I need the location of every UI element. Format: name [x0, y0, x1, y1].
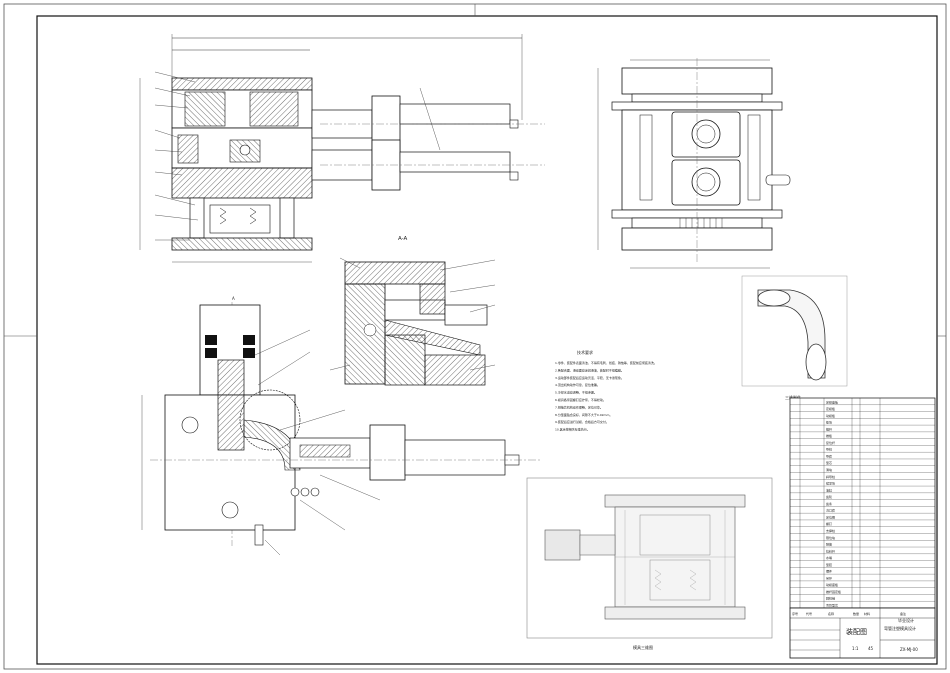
tech-requirement-line: 1.零件、装配件表面清洁，不得有毛刺、划痕、锈蚀等，装配前应彻底清洗。 — [555, 360, 657, 365]
bom-item-name: 定模座板 — [826, 399, 838, 404]
bom-item-name: 弯管型芯 — [826, 603, 838, 608]
bom-header-cell: 代号 — [806, 611, 812, 616]
iso-caption: 三维制件 — [785, 394, 801, 400]
tech-requirement-line: 7.侧抽芯机构动作顺畅，定位可靠。 — [555, 404, 603, 409]
tech-requirement-line: 9.装配后应进行试模，合格后方可交付。 — [555, 419, 609, 424]
bom-header-cell: 名称 — [828, 611, 834, 616]
drawing-name: 装配图 — [846, 627, 867, 636]
bom-item-name: 推板 — [826, 433, 832, 438]
bom-table: 定模座板定模板动模板垫块推杆推板复位杆导柱导套型芯滑块斜导柱楔紧块油缸齿轮齿条浇… — [789, 397, 936, 609]
bom-item-name: 定模板 — [826, 406, 835, 411]
bom-item-name: 支撑柱 — [826, 528, 835, 533]
bom-item-name: 浇口套 — [826, 508, 835, 513]
bom-header-cell: 序号 — [792, 611, 798, 616]
bom-item-name: 型芯 — [826, 460, 832, 465]
org-line1: 毕业设计 — [898, 617, 914, 623]
bom-item-name: 推杆固定板 — [826, 589, 841, 594]
bom-item-name: 螺钉 — [826, 521, 832, 526]
bom-header-cell: 备注 — [900, 611, 906, 616]
side-view — [597, 58, 791, 269]
tech-requirement-line: 4.顶出机构动作可靠，复位准确。 — [555, 382, 600, 387]
bom-item-name: 弹簧 — [826, 542, 832, 547]
drawing-number: ZX-MJ-00 — [900, 647, 918, 652]
assembly-caption: 模具三维图 — [633, 644, 653, 650]
section-a-a-view: A-A — [329, 236, 496, 386]
material-cell: 45 — [868, 646, 874, 651]
bom-item-name: 楔紧块 — [826, 481, 835, 486]
bom-item-name: 型腔 — [826, 562, 832, 567]
bom-item-name: 水嘴 — [826, 555, 832, 560]
bom-item-name: 齿条 — [826, 501, 832, 506]
bom-item-name: 动模座板 — [826, 582, 838, 587]
bom-item-name: 推杆 — [826, 426, 832, 431]
tech-requirement-line: 6.模具各紧固螺钉应拧紧，不得松动。 — [555, 397, 606, 402]
bom-item-name: 斜导柱 — [826, 474, 835, 479]
bom-item-name: 定位圈 — [826, 514, 835, 519]
iso-part-panel: 三维制件 — [741, 275, 848, 400]
bom-item-name: 镶件 — [826, 569, 832, 574]
tech-requirement-line: 2.各配合面、滑动面应涂润滑油，装配时不得磕碰。 — [555, 367, 624, 372]
tech-title: 技术要求 — [577, 349, 593, 355]
bom-item-name: 导套 — [826, 453, 832, 458]
bom-item-name: 圆柱销 — [826, 596, 835, 601]
bom-item-name: 导柱 — [826, 447, 832, 452]
inner-frame — [36, 15, 938, 665]
tech-requirement-line: 5.冷却水道应通畅，不得渗漏。 — [555, 390, 597, 395]
cut-marker: A — [232, 296, 235, 301]
tech-requirement-line: 3.运动部件装配后应运动灵活、平稳，无卡滞现象。 — [555, 375, 624, 380]
org-line2: 弯管注塑模具设计 — [884, 625, 916, 631]
main-section-view — [139, 34, 545, 263]
title-block: 序号 代号 名称 数量材料 备注 装配图 毕业设计 弯管注塑模具设计 1:1 ZX-MJ… — [789, 607, 936, 659]
tech-requirement-line: 10.其余按相关标准执行。 — [555, 427, 590, 432]
bom-item-name: 动模板 — [826, 413, 835, 418]
bom-item-name: 齿轮 — [826, 494, 832, 499]
bom-item-name: 拉料杆 — [826, 548, 835, 553]
bom-header-cell: 材料 — [864, 611, 870, 616]
bom-header-cell: 数量 — [853, 611, 859, 616]
bom-item-name: 复位杆 — [826, 440, 835, 445]
bom-item-name: 吊环 — [826, 576, 832, 580]
bom-item-name: 油缸 — [826, 487, 832, 492]
tech-requirements: 技术要求 1.零件、装配件表面清洁，不得有毛刺、划痕、锈蚀等，装配前应彻底清洗。… — [555, 349, 657, 432]
scale-note: 1:1 — [852, 646, 859, 651]
assembly-render-panel: 模具三维图 — [526, 477, 773, 650]
bom-item-name: 滑块 — [826, 467, 832, 472]
bom-item-name: 限位块 — [826, 535, 835, 540]
section-label: A-A — [398, 236, 408, 242]
tech-requirement-line: 8.分型面贴合良好，间隙不大于0.02mm。 — [555, 412, 612, 417]
plan-view: A — [141, 296, 540, 556]
bom-item-name: 垫块 — [826, 420, 832, 425]
